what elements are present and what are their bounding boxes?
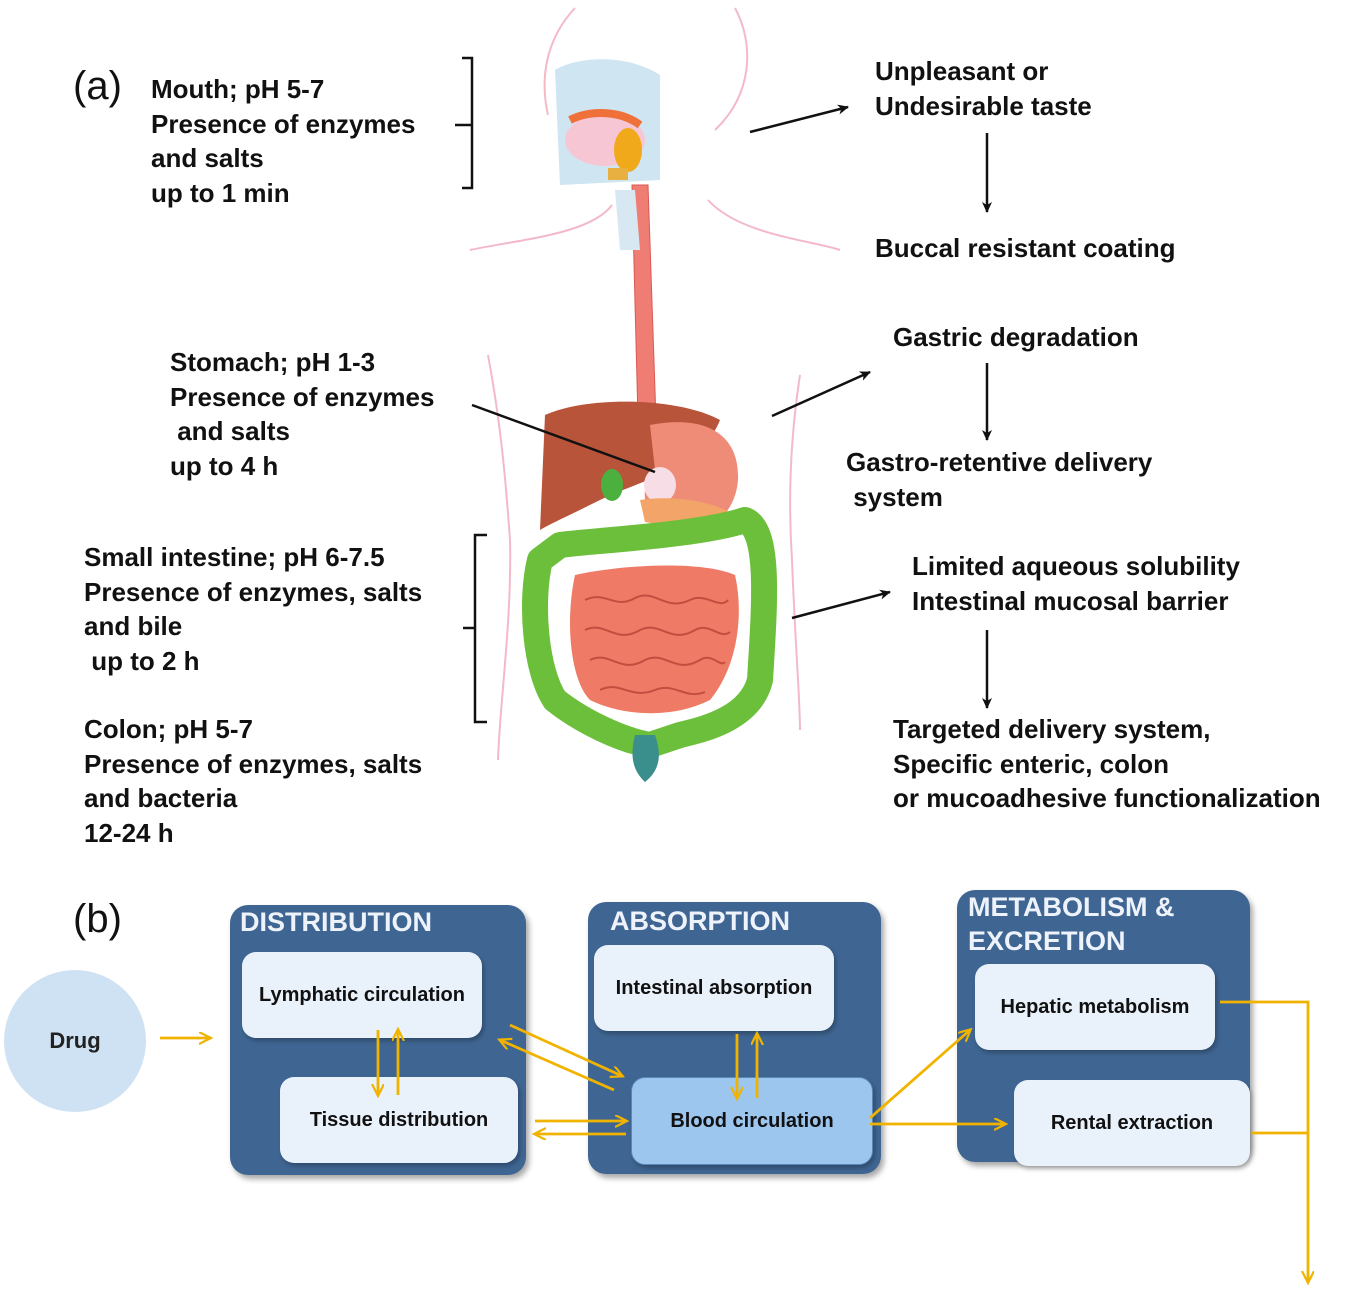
intestine-problem: Limited aqueous solubility Intestinal mu… <box>912 551 1240 616</box>
mouth-arrow <box>749 104 849 134</box>
drug-label: Drug <box>49 1028 101 1053</box>
distribution-box: DISTRIBUTION Lymphatic circulation Tissu… <box>230 905 526 1175</box>
intestinal-absorption-label: Intestinal absorption <box>615 976 813 999</box>
intestine-solution: Targeted delivery system, Specific enter… <box>893 714 1321 813</box>
mouth-info: Mouth; pH 5-7 Presence of enzymes and sa… <box>151 74 416 208</box>
tissue-distribution-label: Tissue distribution <box>309 1108 489 1131</box>
stomach-pointer <box>471 403 656 474</box>
stomach-info: Stomach; pH 1-3 Presence of enzymes and … <box>170 347 435 481</box>
rental-extraction-node: Rental extraction <box>1014 1080 1250 1166</box>
small-intestine-info: Small intestine; pH 6-7.5 Presence of en… <box>84 542 423 676</box>
panel-b-label: (b) <box>73 897 122 941</box>
rental-extraction-label: Rental extraction <box>1050 1111 1214 1134</box>
intestine-bracket <box>463 533 487 724</box>
panel-a-label: (a) <box>73 64 122 108</box>
metabolism-excretion-box: METABOLISM & EXCRETION Hepatic metabolis… <box>957 890 1250 1166</box>
intestinal-absorption-node: Intestinal absorption <box>594 945 834 1031</box>
trachea <box>615 190 640 250</box>
mouth-bracket <box>455 56 474 190</box>
hepatic-metabolism-node: Hepatic metabolism <box>975 964 1215 1050</box>
absorption-title: ABSORPTION <box>610 906 791 936</box>
intestine-arrow <box>791 589 891 620</box>
absorption-box: ABSORPTION Intestinal absorption Blood c… <box>588 902 881 1174</box>
blood-circulation-node: Blood circulation <box>631 1077 873 1165</box>
stomach-solution: Gastro-retentive delivery system <box>846 447 1153 512</box>
colon <box>522 507 778 758</box>
distribution-title: DISTRIBUTION <box>240 907 432 937</box>
colon-info: Colon; pH 5-7 Presence of enzymes, salts… <box>84 714 423 848</box>
small-intestine <box>570 565 739 714</box>
metabolism-title: METABOLISM & EXCRETION <box>968 892 1175 956</box>
mouth-organ <box>555 59 660 185</box>
stomach-problem: Gastric degradation <box>893 322 1139 352</box>
drug-circle: Drug <box>4 970 146 1112</box>
lymphatic-circulation-label: Lymphatic circulation <box>259 983 465 1006</box>
mouth-problem: Unpleasant or Undesirable taste <box>875 56 1092 121</box>
rectum <box>632 735 659 782</box>
stomach-arrow <box>771 370 871 418</box>
hepatic-metabolism-label: Hepatic metabolism <box>1000 995 1190 1018</box>
tissue-distribution-node: Tissue distribution <box>280 1077 518 1163</box>
lymphatic-circulation-node: Lymphatic circulation <box>242 952 482 1038</box>
mouth-solution: Buccal resistant coating <box>875 233 1176 263</box>
blood-circulation-label: Blood circulation <box>670 1109 834 1132</box>
